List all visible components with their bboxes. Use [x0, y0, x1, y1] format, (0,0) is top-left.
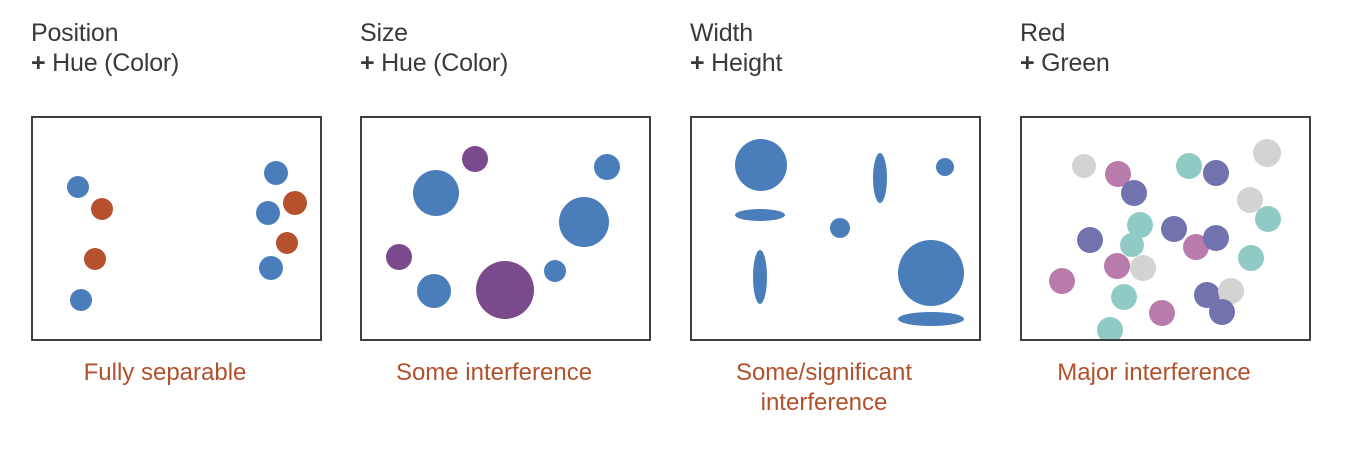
data-point: [1255, 206, 1281, 232]
data-point: [873, 153, 887, 203]
data-point: [594, 154, 620, 180]
data-point: [417, 274, 451, 308]
plot-canvas-3: [735, 139, 964, 326]
panel-red-green: Red + Green Major interference: [989, 0, 1319, 454]
data-point: [259, 256, 283, 280]
data-point: [1176, 153, 1202, 179]
panel-position-hue: Position + Hue (Color) Fully separable: [0, 0, 330, 454]
data-point: [84, 248, 106, 270]
panel-title-line2-text: Hue (Color): [52, 49, 180, 77]
data-point: [735, 139, 787, 191]
panel-title-line2-text: Green: [1041, 49, 1110, 77]
data-point: [264, 161, 288, 185]
panel-title-line2-text: Hue (Color): [381, 49, 509, 77]
panel-title-line1: Width: [690, 19, 753, 47]
data-point: [735, 209, 785, 221]
data-point: [1253, 139, 1281, 167]
data-point: [898, 240, 964, 306]
panel-width-height: Width + Height Some/significant interfer…: [659, 0, 989, 454]
data-point: [1120, 233, 1144, 257]
data-point: [898, 312, 964, 326]
panel-caption-3: Some/significant interference: [735, 359, 913, 416]
data-point: [1149, 300, 1175, 326]
panel-title-line2: + Hue (Color): [360, 48, 508, 78]
panel-title-2: Size + Hue (Color): [360, 18, 508, 78]
plot-canvas-2: [386, 146, 620, 319]
panel-size-hue: Size + Hue (Color) Some interference: [329, 0, 659, 454]
data-point: [70, 289, 92, 311]
plus-symbol: +: [31, 49, 46, 77]
data-point: [1203, 225, 1229, 251]
data-point: [1049, 268, 1075, 294]
data-point: [1203, 160, 1229, 186]
plot-frame-2: [360, 116, 651, 341]
data-point: [1209, 299, 1235, 325]
plus-symbol: +: [1020, 49, 1035, 77]
data-point: [386, 244, 412, 270]
data-point: [1194, 282, 1220, 308]
panel-caption-2: Some interference: [395, 359, 593, 386]
data-point: [1121, 180, 1147, 206]
data-point: [1104, 253, 1130, 279]
data-point: [256, 201, 280, 225]
panel-title-line2: + Hue (Color): [31, 48, 179, 78]
data-point: [462, 146, 488, 172]
plot-frame-1: [31, 116, 322, 341]
plot-canvas-1: [67, 161, 307, 311]
panel-caption-1: Fully separable: [83, 359, 247, 386]
panel-title-line2: + Height: [690, 48, 782, 78]
data-point: [476, 261, 534, 319]
data-point: [753, 250, 767, 304]
data-point: [559, 197, 609, 247]
panel-title-4: Red + Green: [1020, 18, 1110, 78]
panel-title-line1: Position: [31, 19, 119, 47]
panel-title-line2: + Green: [1020, 48, 1110, 78]
panel-title-3: Width + Height: [690, 18, 782, 78]
data-point: [1183, 234, 1209, 260]
data-point: [936, 158, 954, 176]
data-point: [67, 176, 89, 198]
data-point: [1072, 154, 1096, 178]
panel-title-line1: Size: [360, 19, 408, 47]
data-point: [1237, 187, 1263, 213]
data-point: [830, 218, 850, 238]
data-point: [544, 260, 566, 282]
plot-canvas-4: [1049, 139, 1281, 339]
data-point: [283, 191, 307, 215]
data-point: [1127, 212, 1153, 238]
data-point: [1218, 278, 1244, 304]
plot-frame-3: [690, 116, 981, 341]
data-point: [1105, 161, 1131, 187]
data-point: [91, 198, 113, 220]
data-point: [1238, 245, 1264, 271]
panel-title-line2-text: Height: [711, 49, 783, 77]
data-point: [276, 232, 298, 254]
plus-symbol: +: [360, 49, 375, 77]
data-point: [1111, 284, 1137, 310]
plot-frame-4: [1020, 116, 1311, 341]
panel-title-line1: Red: [1020, 19, 1066, 47]
data-point: [1077, 227, 1103, 253]
data-point: [1161, 216, 1187, 242]
data-point: [1130, 255, 1156, 281]
data-point: [413, 170, 459, 216]
data-point: [1097, 317, 1123, 339]
panel-title-1: Position + Hue (Color): [31, 18, 179, 78]
panel-caption-4: Major interference: [1057, 359, 1251, 386]
plus-symbol: +: [690, 49, 705, 77]
